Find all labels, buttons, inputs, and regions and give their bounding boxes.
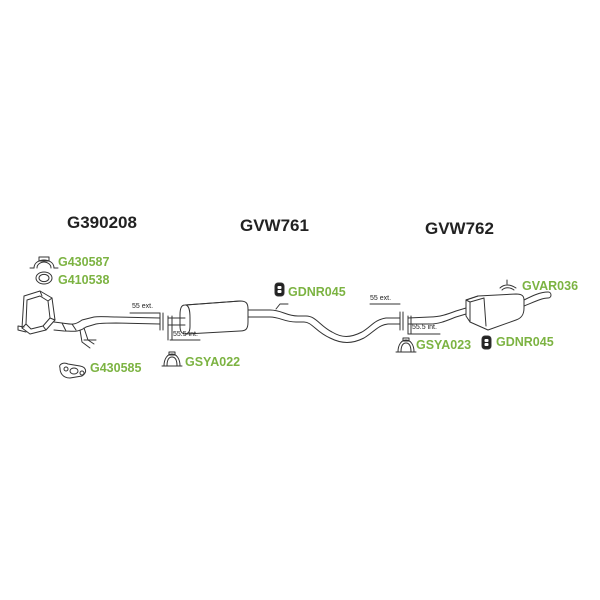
main-label-middle: GVW761 bbox=[240, 216, 309, 235]
dimension-mark-front bbox=[129, 312, 201, 341]
rear-silencer-icon bbox=[465, 291, 552, 331]
dimension-mark-rear bbox=[369, 303, 441, 335]
part-label-clamp: G430587 bbox=[58, 255, 110, 269]
catalytic-converter-icon bbox=[17, 290, 56, 335]
middle-pipe-icon bbox=[247, 303, 401, 343]
rear-pipe-icon bbox=[407, 307, 467, 325]
part-label-clamp-mid: GSYA022 bbox=[185, 355, 241, 369]
ring-icon bbox=[35, 271, 53, 285]
clamp-icon bbox=[29, 256, 59, 269]
part-label-ring: G410538 bbox=[58, 273, 110, 287]
part-label-hanger-rear: GDNR045 bbox=[496, 335, 554, 349]
middle-silencer-icon bbox=[167, 300, 249, 335]
part-label-hanger-mid: GDNR045 bbox=[288, 285, 346, 299]
dimension-int-front: 55.5 int. bbox=[173, 331, 198, 338]
dimension-ext-front: 55 ext. bbox=[132, 303, 154, 310]
gasket-icon bbox=[59, 362, 87, 379]
dimension-ext-rear: 55 ext. bbox=[370, 295, 392, 302]
bracket-rear-icon bbox=[499, 279, 517, 291]
main-label-front: G390208 bbox=[67, 213, 137, 232]
part-label-bracket-rear: GVAR036 bbox=[522, 279, 579, 293]
dimension-int-rear: 55.5 int. bbox=[412, 324, 437, 331]
part-label-clamp-rear: GSYA023 bbox=[416, 338, 472, 352]
part-label-gasket: G430585 bbox=[90, 361, 142, 375]
front-pipe-icon bbox=[53, 316, 161, 349]
hanger-rear-icon bbox=[481, 335, 492, 350]
hanger-mid-icon bbox=[274, 282, 285, 297]
main-label-rear: GVW762 bbox=[425, 219, 494, 238]
clamp-rear-icon bbox=[395, 337, 417, 353]
clamp-mid-icon bbox=[161, 351, 183, 367]
